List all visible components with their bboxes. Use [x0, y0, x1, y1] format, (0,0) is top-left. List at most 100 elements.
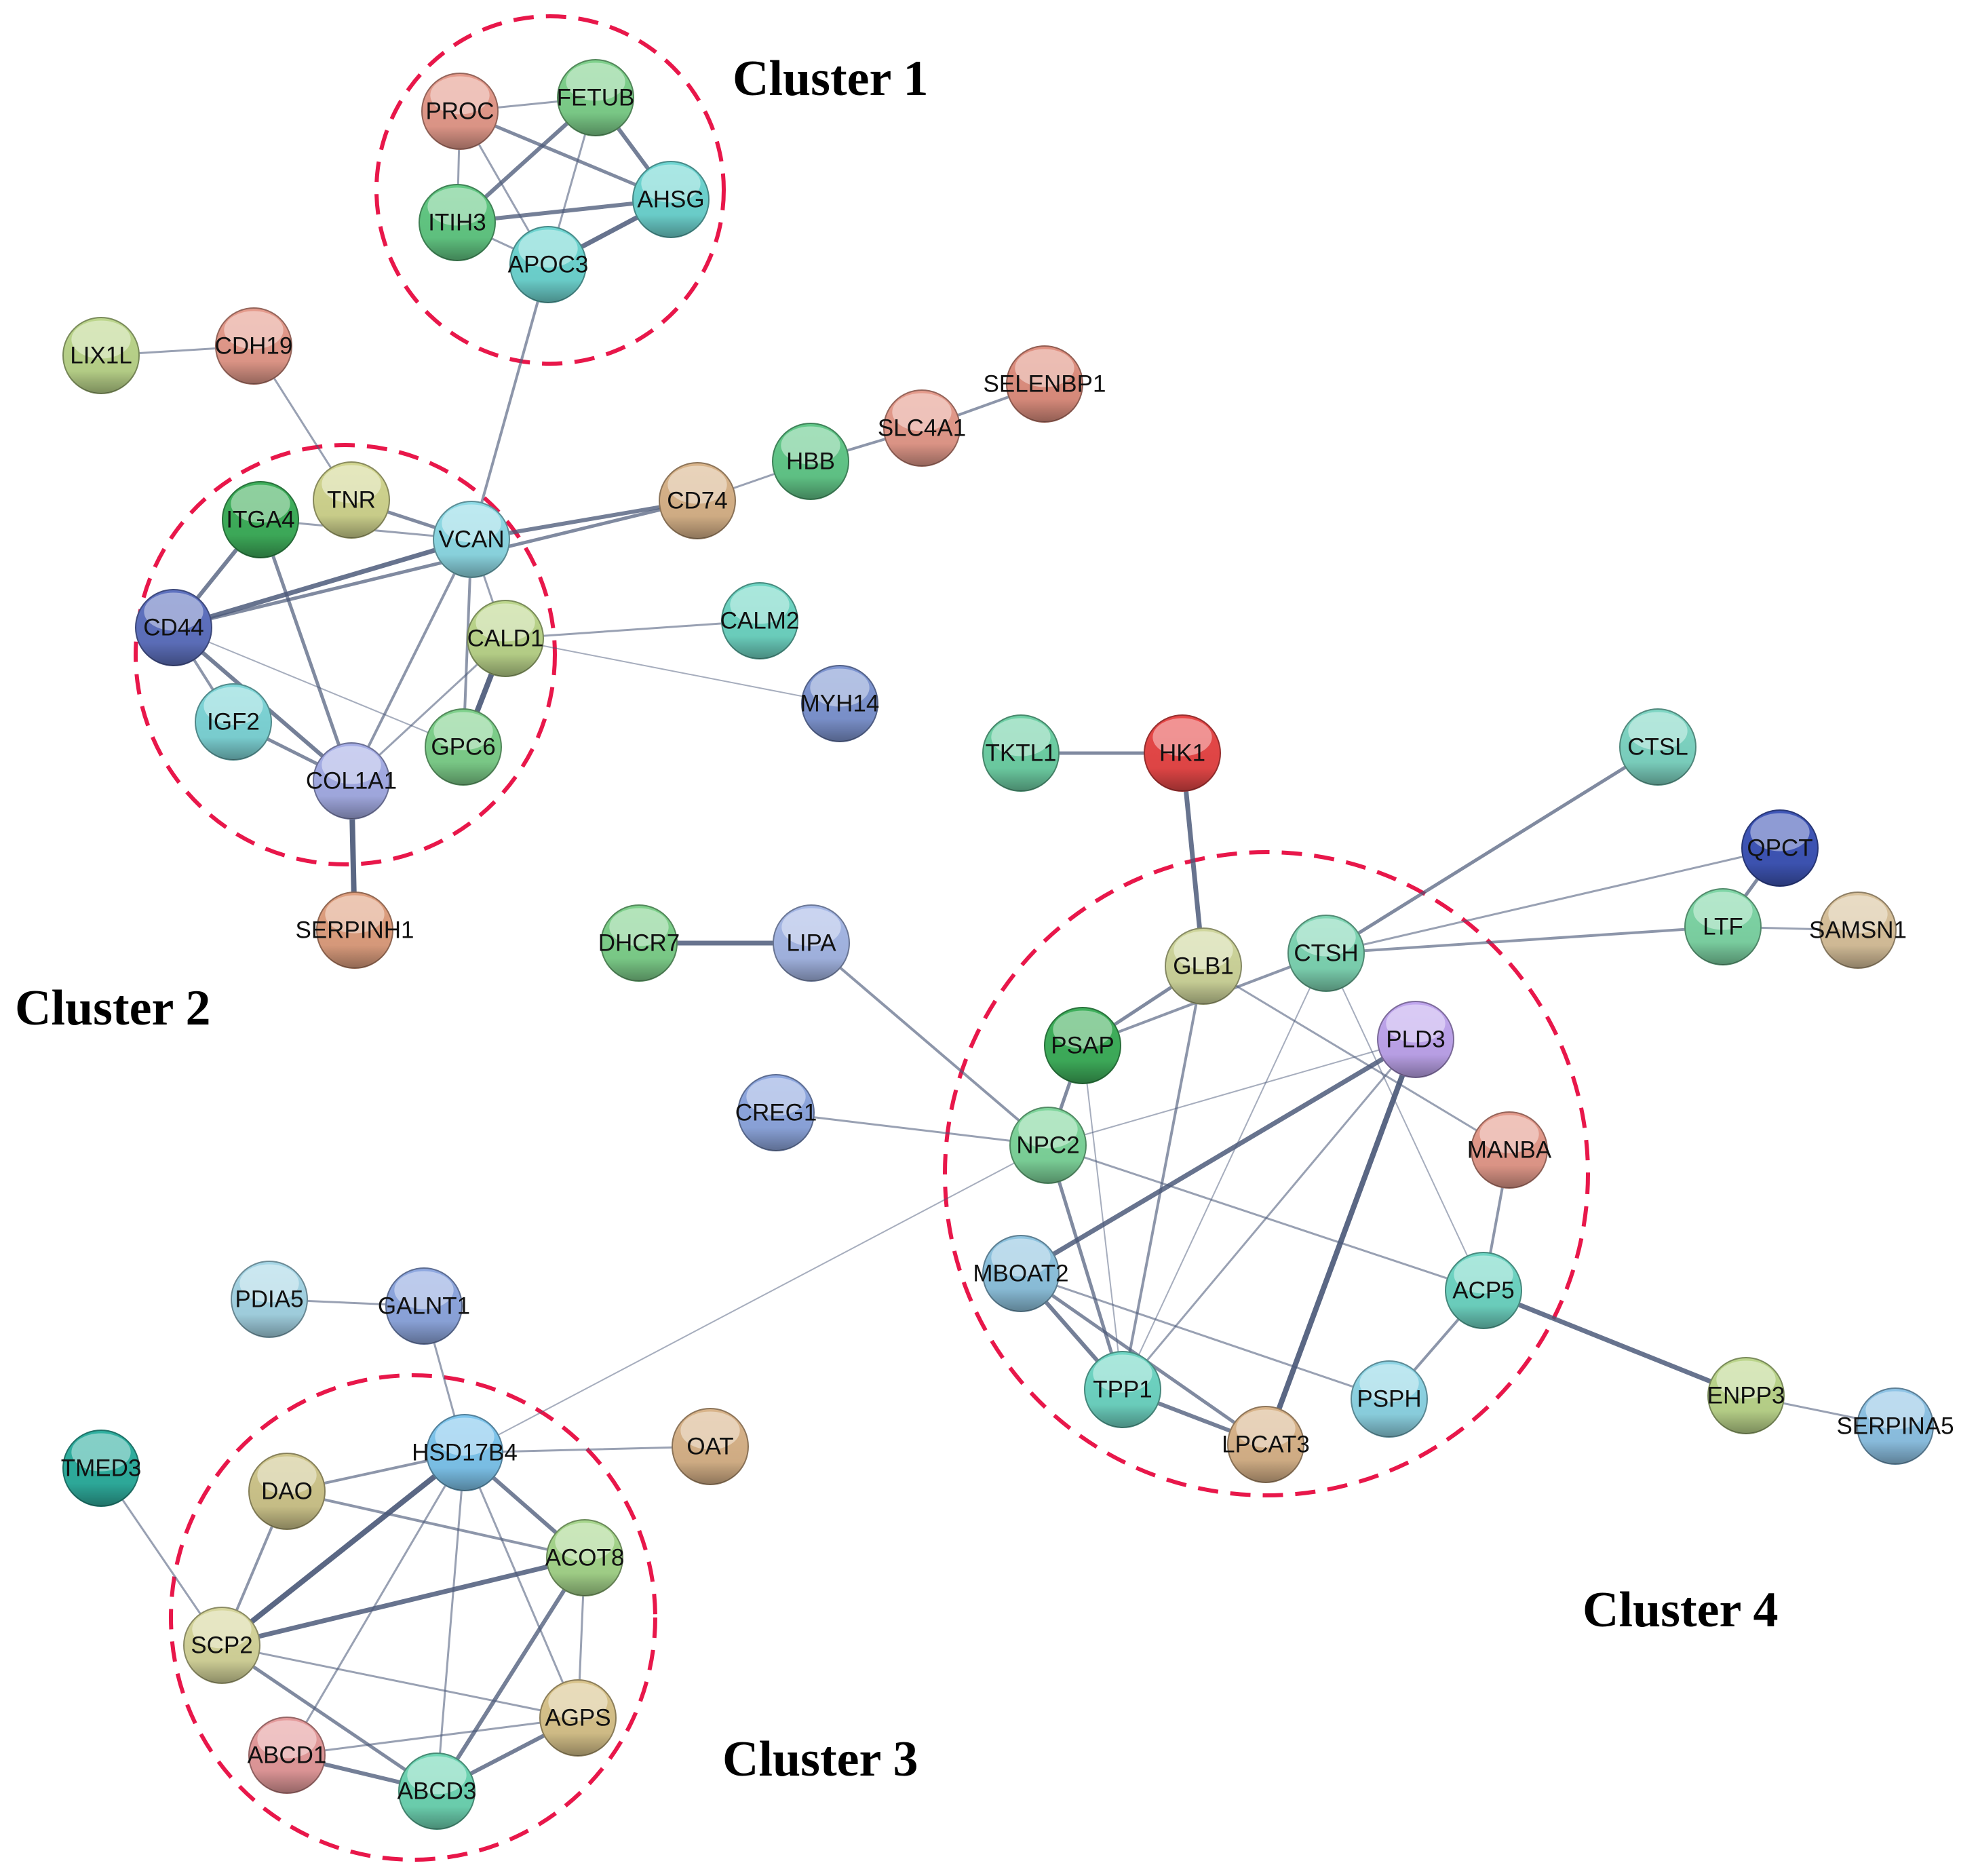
node-lix1l[interactable]: LIX1L	[62, 317, 140, 394]
node-oat[interactable]: OAT	[672, 1408, 749, 1485]
node-ahsg[interactable]: AHSG	[632, 161, 710, 238]
node-hsd17b4[interactable]: HSD17B4	[412, 1414, 518, 1491]
node-label: LTF	[1703, 914, 1743, 940]
node-highlight	[746, 1077, 806, 1116]
node-highlight	[394, 1271, 454, 1309]
node-igf2[interactable]: IGF2	[195, 683, 272, 761]
node-pdia5[interactable]: PDIA5	[231, 1261, 308, 1338]
node-proc[interactable]: PROC	[421, 73, 499, 150]
node-abcd3[interactable]: ABCD3	[397, 1753, 477, 1830]
node-highlight	[1152, 718, 1212, 757]
node-myh14[interactable]: MYH14	[800, 665, 880, 742]
node-highlight	[1174, 931, 1233, 970]
node-galnt1[interactable]: GALNT1	[378, 1267, 470, 1345]
node-label: MYH14	[800, 691, 880, 717]
node-samsn1[interactable]: SAMSN1	[1809, 892, 1907, 969]
edge-creg1-npc2	[775, 1111, 1049, 1147]
node-label: GALNT1	[378, 1293, 470, 1320]
node-npc2[interactable]: NPC2	[1009, 1107, 1087, 1184]
node-highlight	[1628, 712, 1688, 750]
node-label: TMED3	[61, 1455, 142, 1482]
node-serpinh1[interactable]: SERPINH1	[295, 892, 414, 969]
edge-cd44-gpc6	[173, 627, 464, 748]
node-cd44[interactable]: CD44	[135, 589, 212, 666]
node-enpp3[interactable]: ENPP3	[1707, 1357, 1785, 1434]
node-gpc6[interactable]: GPC6	[425, 708, 502, 786]
node-slc4a1[interactable]: SLC4A1	[878, 389, 966, 467]
node-qpct[interactable]: QPCT	[1741, 809, 1819, 887]
node-itga4[interactable]: ITGA4	[222, 481, 299, 558]
edge-npc2-acp5	[1047, 1144, 1485, 1292]
edge-agps-abcd1	[286, 1717, 579, 1757]
node-label: CREG1	[735, 1100, 817, 1126]
node-dao[interactable]: DAO	[248, 1453, 326, 1530]
node-psph[interactable]: PSPH	[1351, 1360, 1428, 1438]
edge-npc2-hsd17b4	[464, 1145, 1049, 1453]
node-label: ACOT8	[545, 1545, 625, 1571]
node-hk1[interactable]: HK1	[1144, 714, 1221, 792]
node-ctsl[interactable]: CTSL	[1619, 708, 1696, 786]
edge-ctsh-qpct	[1325, 847, 1781, 955]
node-label: SLC4A1	[878, 415, 966, 442]
node-selenbp1[interactable]: SELENBP1	[984, 345, 1106, 423]
node-label: TNR	[327, 487, 376, 514]
node-label: LPCAT3	[1222, 1432, 1310, 1458]
node-serpina5[interactable]: SERPINA5	[1836, 1387, 1954, 1465]
node-highlight	[1386, 1004, 1446, 1043]
node-cd74[interactable]: CD74	[659, 462, 736, 539]
node-label: ABCD1	[248, 1742, 327, 1769]
edge-glb1-manba	[1202, 965, 1511, 1151]
node-ltf[interactable]: LTF	[1684, 888, 1762, 965]
node-highlight	[407, 1756, 467, 1795]
node-cald1[interactable]: CALD1	[467, 600, 544, 677]
node-mboat2[interactable]: MBOAT2	[973, 1235, 1069, 1312]
cluster-3-title: Cluster 3	[722, 1731, 918, 1787]
edge-itga4-col1a1	[258, 518, 353, 783]
cluster-titles: Cluster 1 Cluster 2 Cluster 3 Cluster 4	[15, 51, 1778, 1787]
node-agps[interactable]: AGPS	[539, 1679, 617, 1757]
node-label: LIX1L	[70, 343, 132, 369]
node-label: PDIA5	[235, 1286, 303, 1313]
node-lipa[interactable]: LIPA	[773, 904, 850, 982]
node-vcan[interactable]: VCAN	[433, 501, 510, 578]
node-pld3[interactable]: PLD3	[1377, 1001, 1454, 1078]
node-tnr[interactable]: TNR	[313, 461, 390, 539]
node-abcd1[interactable]: ABCD1	[248, 1717, 327, 1794]
node-itih3[interactable]: ITIH3	[419, 184, 496, 261]
node-highlight	[991, 718, 1051, 757]
node-tpp1[interactable]: TPP1	[1084, 1351, 1161, 1428]
node-highlight	[1828, 895, 1888, 934]
node-col1a1[interactable]: COL1A1	[306, 742, 397, 820]
node-glb1[interactable]: GLB1	[1165, 927, 1242, 1005]
node-manba[interactable]: MANBA	[1467, 1111, 1552, 1189]
node-label: CD74	[667, 488, 727, 514]
node-highlight	[231, 484, 290, 523]
node-label: HBB	[786, 448, 835, 475]
node-label: HK1	[1159, 740, 1205, 767]
node-highlight	[257, 1456, 317, 1495]
node-label: MBOAT2	[973, 1261, 1068, 1287]
node-ctsh[interactable]: CTSH	[1287, 915, 1365, 992]
node-highlight	[730, 586, 790, 624]
node-dhcr7[interactable]: DHCR7	[598, 904, 680, 982]
edge-hsd17b4-abcd1	[286, 1451, 466, 1757]
node-scp2[interactable]: SCP2	[183, 1607, 260, 1684]
node-tmed3[interactable]: TMED3	[61, 1430, 142, 1507]
node-label: OAT	[686, 1434, 733, 1460]
node-psap[interactable]: PSAP	[1044, 1007, 1121, 1084]
node-creg1[interactable]: CREG1	[735, 1074, 817, 1151]
node-label: SELENBP1	[984, 371, 1106, 398]
node-fetub[interactable]: FETUB	[557, 59, 635, 136]
node-acp5[interactable]: ACP5	[1445, 1252, 1522, 1329]
node-calm2[interactable]: CALM2	[720, 582, 800, 659]
node-highlight	[71, 320, 131, 359]
edge-hsd17b4-oat	[463, 1445, 712, 1454]
node-acot8[interactable]: ACOT8	[545, 1519, 625, 1596]
node-cdh19[interactable]: CDH19	[215, 307, 293, 385]
node-apoc3[interactable]: APOC3	[508, 226, 589, 303]
node-lpcat3[interactable]: LPCAT3	[1222, 1406, 1310, 1483]
node-tktl1[interactable]: TKTL1	[982, 714, 1060, 792]
node-label: PSAP	[1051, 1033, 1114, 1059]
node-highlight	[548, 1683, 608, 1721]
node-hbb[interactable]: HBB	[772, 423, 849, 500]
